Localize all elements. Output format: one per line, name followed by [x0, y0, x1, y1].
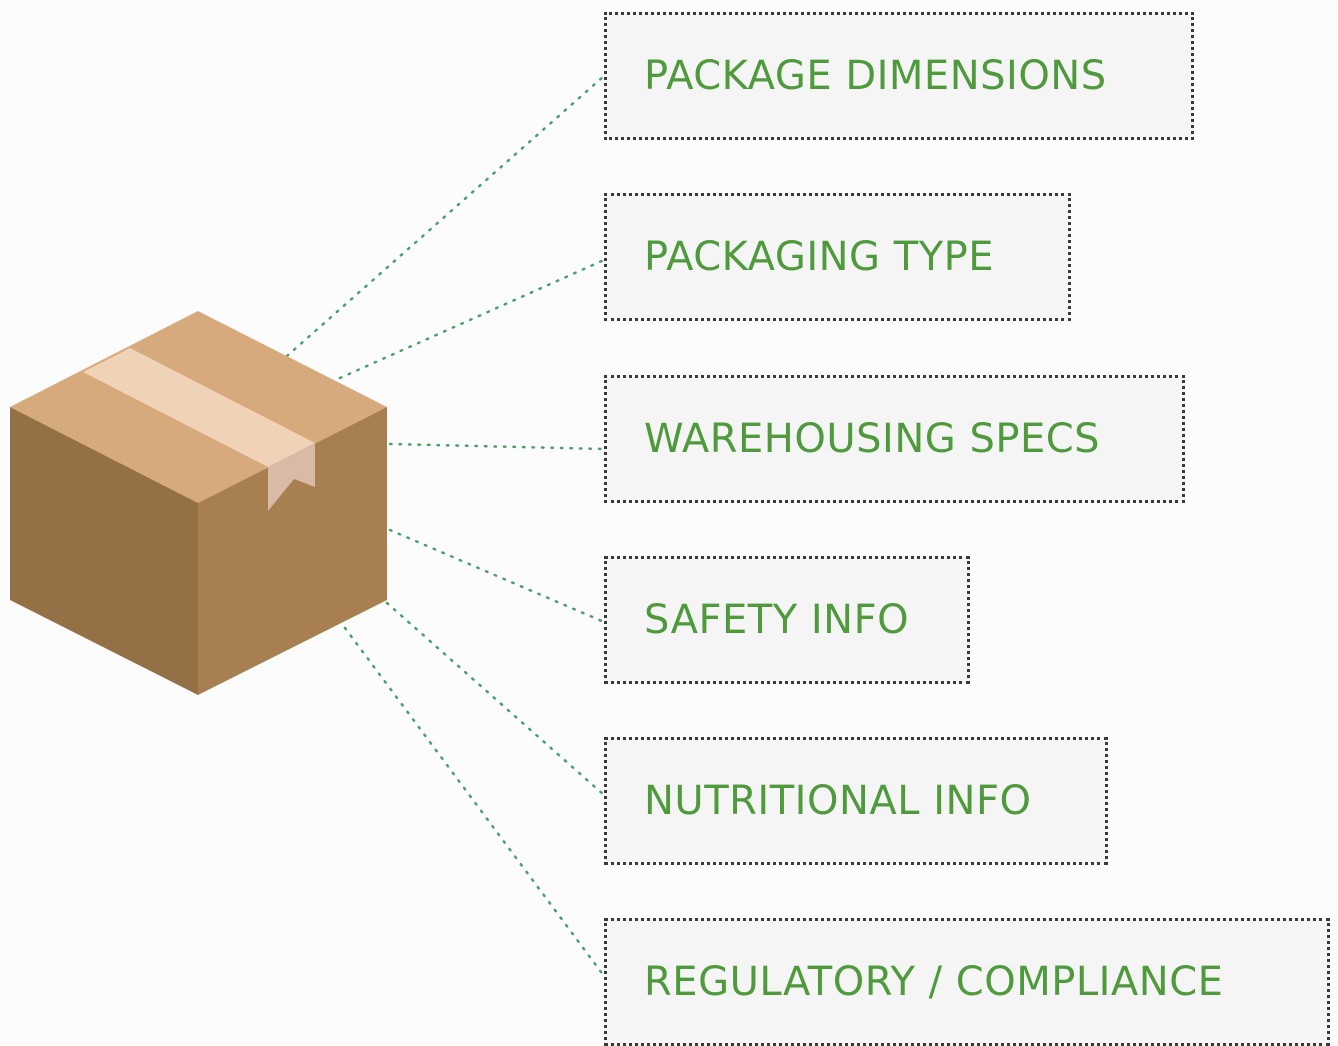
cardboard-box-icon [10, 311, 387, 695]
box-left-face [10, 407, 198, 695]
connector-line-1 [285, 74, 606, 358]
label-text: REGULATORY / COMPLIANCE [644, 959, 1224, 1005]
box-right-face [198, 407, 387, 695]
label-text: WAREHOUSING SPECS [644, 416, 1101, 462]
label-text: PACKAGE DIMENSIONS [644, 53, 1107, 99]
connector-line-4 [388, 528, 606, 624]
label-safety-info: SAFETY INFO [604, 556, 970, 684]
label-text: NUTRITIONAL INFO [644, 778, 1032, 824]
connector-line-5 [385, 601, 606, 797]
label-nutritional-info: NUTRITIONAL INFO [604, 737, 1108, 865]
label-text: PACKAGING TYPE [644, 234, 995, 280]
label-warehousing-specs: WAREHOUSING SPECS [604, 375, 1185, 503]
label-regulatory-compliance: REGULATORY / COMPLIANCE [604, 918, 1330, 1046]
box-tape-flap [268, 443, 315, 511]
connector-line-6 [343, 626, 606, 978]
label-package-dimensions: PACKAGE DIMENSIONS [604, 12, 1194, 140]
label-text: SAFETY INFO [644, 597, 910, 643]
label-packaging-type: PACKAGING TYPE [604, 193, 1071, 321]
box-tape [83, 348, 315, 467]
connector-line-2 [338, 258, 606, 380]
connector-line-3 [388, 442, 606, 451]
